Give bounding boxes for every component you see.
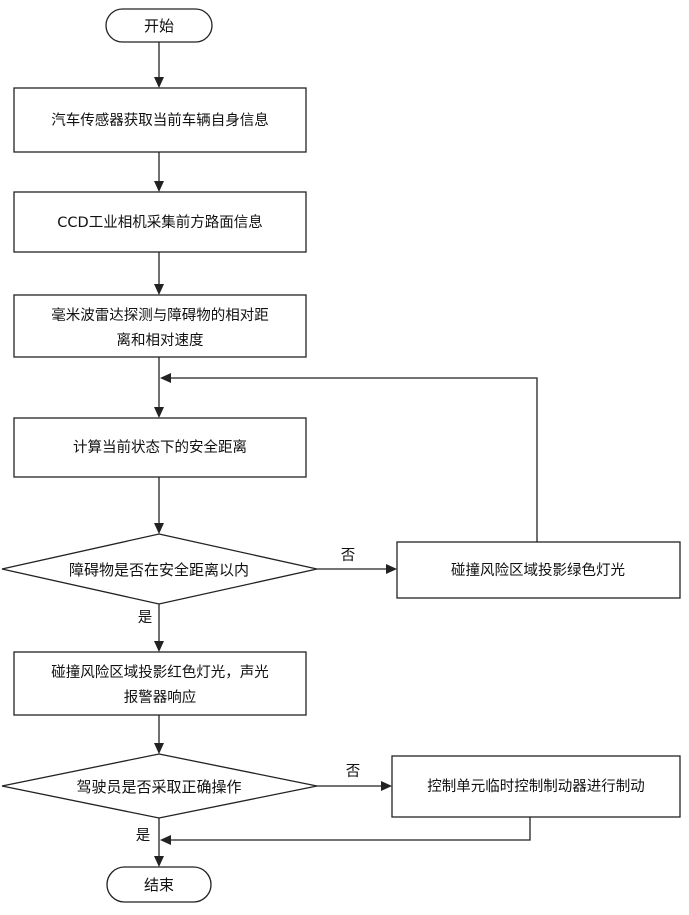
step-mmwave-radar: 毫米波雷达探测与障碍物的相对距 离和相对速度 (14, 295, 306, 357)
arrow-step1-to-step2 (154, 152, 164, 192)
step-control-brake-label: 控制单元临时控制制动器进行制动 (427, 778, 645, 795)
step-red-light-alarm-line2: 报警器响应 (124, 688, 197, 706)
start-node: 开始 (106, 9, 212, 42)
step-green-light: 碰撞风险区域投影绿色灯光 (397, 542, 680, 598)
step-safe-distance-label: 计算当前状态下的安全距离 (73, 438, 247, 456)
step-green-light-label: 碰撞风险区域投影绿色灯光 (451, 561, 625, 579)
step-red-light-alarm: 碰撞风险区域投影红色灯光，声光 报警器响应 (14, 652, 306, 715)
step-vehicle-sensor: 汽车传感器获取当前车辆自身信息 (14, 88, 306, 152)
arrow-decision2-no: 否 (317, 764, 392, 791)
arrow-decision1-no: 否 (317, 548, 397, 574)
arrow-step3-to-step4 (154, 357, 164, 418)
decision2-yes-label: 是 (136, 828, 151, 844)
step-red-light-alarm-line1: 碰撞风险区域投影红色灯光，声光 (51, 663, 269, 681)
arrow-step5-to-decision2 (154, 715, 164, 754)
step-control-brake: 控制单元临时控制制动器进行制动 (392, 756, 680, 817)
arrow-step2-to-step3 (154, 252, 164, 295)
arrow-step4-to-decision1 (154, 477, 164, 534)
arrow-decision1-yes: 是 (138, 604, 164, 652)
decision1-yes-label: 是 (138, 610, 153, 626)
step-ccd-camera: CCD工业相机采集前方路面信息 (14, 192, 306, 252)
decision2-no-label: 否 (346, 764, 361, 780)
decision1-no-label: 否 (341, 548, 356, 564)
arrow-brake-merge (160, 817, 530, 845)
arrow-start-to-step1 (154, 42, 164, 88)
decision-driver-correct-label: 驾驶员是否采取正确操作 (76, 778, 241, 796)
arrow-decision2-yes: 是 (136, 818, 164, 867)
decision-obstacle-in-range-label: 障碍物是否在安全距离以内 (69, 561, 249, 579)
start-label: 开始 (144, 17, 174, 35)
decision-obstacle-in-range: 障碍物是否在安全距离以内 (2, 534, 317, 604)
step-safe-distance: 计算当前状态下的安全距离 (14, 418, 306, 477)
decision-driver-correct: 驾驶员是否采取正确操作 (2, 754, 317, 818)
step-ccd-camera-label: CCD工业相机采集前方路面信息 (57, 214, 262, 231)
step-mmwave-radar-line2: 离和相对速度 (117, 332, 204, 349)
step-vehicle-sensor-label: 汽车传感器获取当前车辆自身信息 (51, 112, 269, 129)
end-node: 结束 (107, 867, 211, 902)
step-mmwave-radar-line1: 毫米波雷达探测与障碍物的相对距 (51, 306, 269, 324)
end-label: 结束 (144, 876, 174, 894)
